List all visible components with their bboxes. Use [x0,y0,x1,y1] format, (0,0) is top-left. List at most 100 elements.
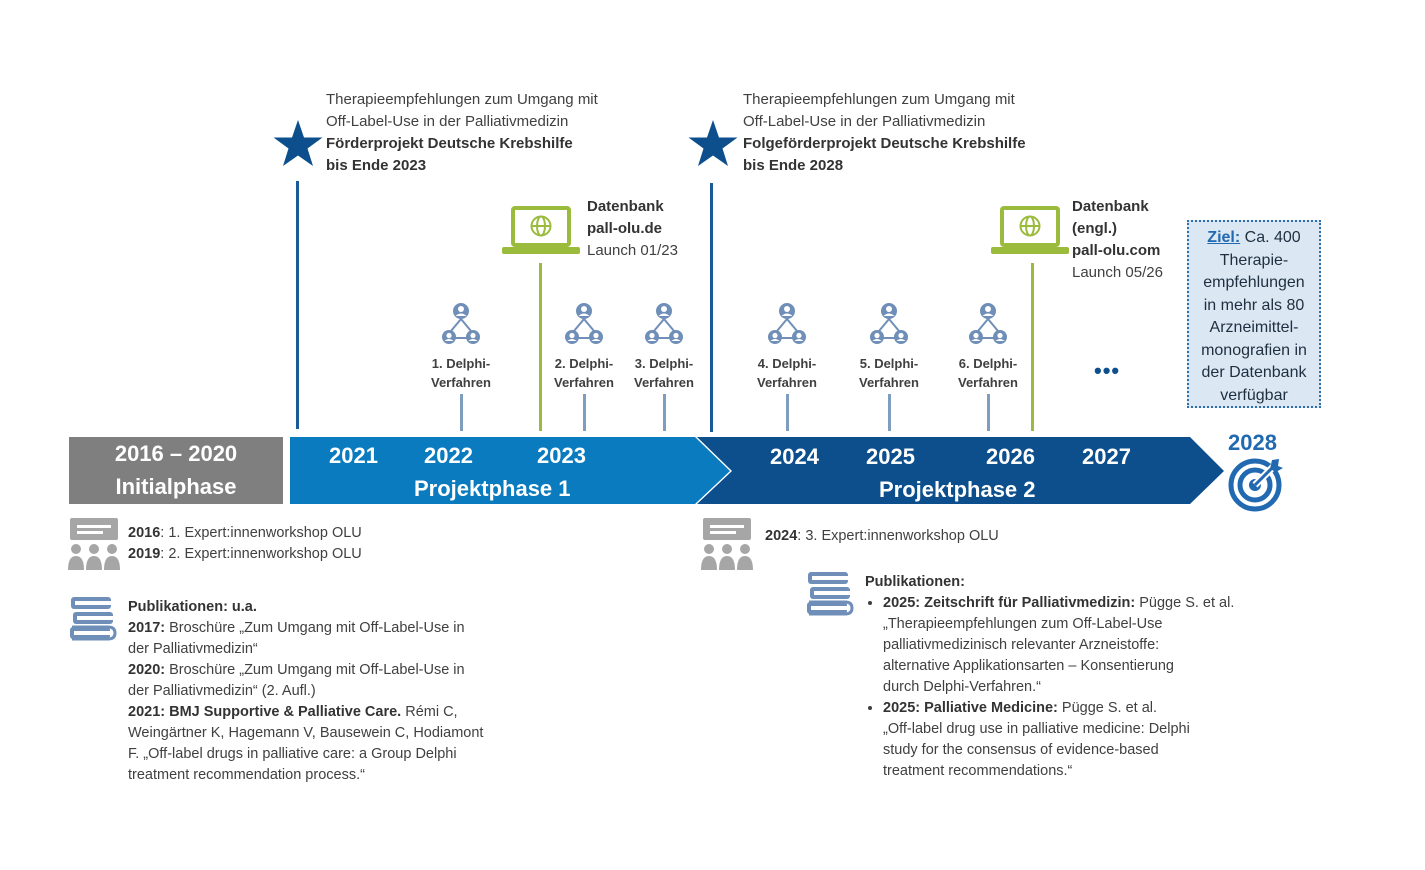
publication-item: 2017: Broschüre „Zum Umgang mit Off-Labe… [128,618,528,639]
target-icon [1228,458,1283,512]
delphi-label-line: 6. Delphi- [958,356,1018,371]
pub-text: Weingärtner K, Hagemann V, Bausewein C, … [128,725,484,741]
right-publications: Publikationen: 2025: Zeitschrift für Pal… [865,572,1265,782]
pub-text: Rémi C, [401,704,458,720]
delphi-label-line: 2. Delphi- [554,356,614,371]
delphi-label-line: 1. Delphi- [431,356,491,371]
delphi-line [583,394,586,431]
year-2023: 2023 [537,443,586,468]
pub-text: der Palliativmedizin“ (2. Aufl.) [128,683,316,699]
delphi-label-line: 5. Delphi- [859,356,919,371]
pub-text: „Off-label drug use in palliative medici… [883,721,1190,737]
delphi-line [460,394,463,431]
ellipsis: ••• [1094,358,1121,383]
workshop-icon [701,518,753,570]
delphi-label-line: Verfahren [554,375,614,390]
goal-line: empfehlungen [1203,274,1305,291]
pub-text: „Therapieempfehlungen zum Off-Label-Use [883,616,1163,632]
milestone-line: Off-Label-Use in der Palliativmedizin [326,113,569,130]
publications-heading: Publikationen: [865,574,965,590]
year-2026: 2026 [986,444,1035,469]
goal-line: in mehr als 80 [1203,296,1305,314]
publication-item: 2020: Broschüre „Zum Umgang mit Off-Labe… [128,660,528,681]
workshop-item: 2019: 2. Expert:innenworkshop OLU [128,544,508,565]
books-icon [807,572,854,616]
laptop-globe-icon [991,206,1069,254]
goal-box: Ziel: Ca. 400 Therapie- empfehlungen in … [1187,220,1321,408]
laptop-globe-icon [502,206,580,254]
delphi-label: 5. Delphi- Verfahren [844,354,934,392]
goal-line: monografien in [1201,341,1307,359]
pub-bold: 2021: BMJ Supportive & Palliative Care. [128,704,402,720]
database-line: pall-olu.com [1072,242,1161,259]
delphi-label-line: Verfahren [431,375,491,390]
initialphase-bar [69,437,283,504]
delphi-label-line: 4. Delphi- [757,356,817,371]
delphi-line [663,394,666,431]
database-line-2026 [1031,263,1034,431]
milestone-line: Therapieempfehlungen zum Umgang mit [326,91,598,108]
delphi-network-icon [969,303,1007,344]
database-line: Datenbank [587,198,664,215]
pub-text: treatment recommendation process.“ [128,767,365,783]
goal-line: Therapie- [1219,251,1289,269]
delphi-network-icon [768,303,806,344]
database-line-2023 [539,263,542,431]
year-2025: 2025 [866,444,915,469]
goal-line: Ca. 400 [1244,229,1301,246]
workshop-text: : 2. Expert:innenworkshop OLU [160,546,362,562]
delphi-label-line: 3. Delphi- [634,356,694,371]
goal-label: Ziel: [1207,229,1241,246]
workshop-year: 2016 [128,525,161,541]
milestone-line: Off-Label-Use in der Palliativmedizin [743,113,986,130]
milestone-line: Folgeförderprojekt Deutsche Krebshilfe [743,135,1026,152]
pub-text: Pügge S. et al. [1135,595,1235,611]
goal-line: der Datenbank [1201,364,1307,381]
database-line: Launch 05/26 [1072,264,1163,281]
year-2027: 2027 [1082,444,1131,469]
pub-text: treatment recommendations.“ [883,763,1073,779]
publications-heading: Publikationen: u.a. [128,599,257,615]
database-line: Datenbank [1072,198,1149,215]
goal-line: Arzneimittel- [1209,319,1299,336]
publication-item: 2021: BMJ Supportive & Palliative Care. … [128,702,528,723]
milestone-line: Therapieempfehlungen zum Umgang mit [743,91,1015,108]
milestone-line-2021 [296,181,299,429]
delphi-label: 2. Delphi- Verfahren [539,354,629,392]
milestone-line: bis Ende 2023 [326,157,427,174]
year-2022: 2022 [424,443,473,468]
workshops-list: 2016: 1. Expert:innenworkshop OLU 2019: … [128,523,508,565]
pub-text: alternative Applikationsarten – Konsenti… [883,658,1174,674]
milestone-line: bis Ende 2028 [743,157,844,174]
pub-bold: 2025: Zeitschrift für Palliativmedizin: [883,595,1136,611]
workshop-item: 2016: 1. Expert:innenworkshop OLU [128,523,508,544]
star-icon [273,120,323,166]
delphi-line [987,394,990,431]
left-publications: Publikationen: u.a. 2017: Broschüre „Zum… [128,597,528,786]
delphi-label-line: Verfahren [958,375,1018,390]
workshop-2024: 2024: 3. Expert:innenworkshop OLU [765,526,1125,547]
database-line: Launch 01/23 [587,242,678,259]
publication-item: 2025: Palliative Medicine: Pügge S. et a… [883,698,1265,782]
pub-text: Broschüre „Zum Umgang mit Off-Label-Use … [165,662,465,678]
delphi-line [786,394,789,431]
initialphase-name: Initialphase [115,474,237,499]
delphi-label-line: Verfahren [757,375,817,390]
delphi-label-line: Verfahren [859,375,919,390]
phase1-name: Projektphase 1 [414,476,571,501]
database-line: (engl.) [1072,220,1117,237]
phase2-name: Projektphase 2 [879,477,1036,502]
delphi-label-line: Verfahren [634,375,694,390]
delphi-network-icon [870,303,908,344]
phase-arrows [290,437,1224,504]
milestone-text-2021: Therapieempfehlungen zum Umgang mit Off-… [326,89,686,177]
pub-bold: 2025: Palliative Medicine: [883,700,1058,716]
database-text-com: Datenbank (engl.) pall-olu.com Launch 05… [1072,196,1192,284]
pub-text: Broschüre „Zum Umgang mit Off-Label-Use … [165,620,465,636]
database-text-de: Datenbank pall-olu.de Launch 01/23 [587,196,717,262]
end-year: 2028 [1228,430,1277,455]
database-line: pall-olu.de [587,220,662,237]
publication-item: 2025: Zeitschrift für Palliativmedizin: … [883,593,1265,698]
pub-text: der Palliativmedizin“ [128,641,258,657]
milestone-line: Förderprojekt Deutsche Krebshilfe [326,135,573,152]
